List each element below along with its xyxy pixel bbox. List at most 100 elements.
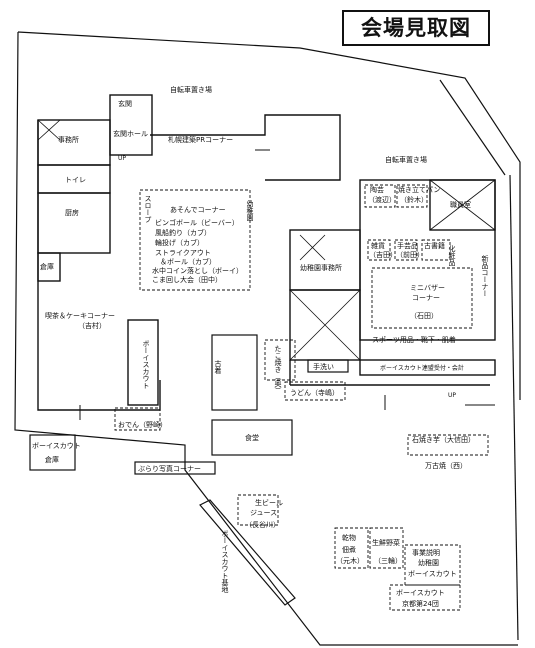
label-handmade: 手芸品 — [397, 241, 418, 250]
scout-room — [127, 319, 159, 406]
label-tea-person: （吉村） — [78, 321, 106, 330]
label-handmade-person: （前田） — [396, 250, 424, 259]
label-slope: スロープ — [144, 195, 152, 223]
label-hand-wash: 手洗い — [313, 362, 334, 371]
north-boundary — [17, 31, 521, 400]
label-entrance: 玄関 — [118, 99, 132, 108]
label-pr-corner: 札幌建築PRコーナー — [168, 135, 233, 144]
label-play-item: ビンゴボール（ビーバー） — [155, 218, 239, 227]
label-udon: うどん（寺嶋） — [290, 388, 339, 397]
label-oden: おでん（野崎） — [118, 420, 167, 429]
cross-line — [37, 119, 61, 141]
label-dried: 乾物 — [342, 533, 356, 542]
label-tea-corner: 喫茶＆ケーキコーナー — [45, 311, 115, 320]
bazaar-hall — [359, 179, 496, 341]
label-kindergarten-office: 幼稚園事務所 — [300, 263, 342, 272]
pr-corridor — [150, 114, 341, 181]
label-kitchen: 厨房 — [65, 208, 79, 217]
bread-booth — [396, 184, 428, 208]
label-fresh: 生鮮野菜 — [372, 538, 400, 547]
dining-stall — [211, 419, 293, 456]
label-play-item: 輪投げ（カブ） — [155, 238, 204, 247]
stone-booth — [407, 434, 489, 456]
label-stone: 石焼き芋（大信田） — [412, 435, 475, 444]
label-misc: 雑貨 — [371, 241, 385, 250]
boyscout-storage-stall — [29, 434, 76, 471]
label-takoyaki: たこ焼き（奥） — [274, 345, 282, 394]
east-boundary — [509, 174, 519, 641]
label-hq: 幼稚園 — [418, 558, 439, 567]
booth-outlines — [114, 184, 489, 611]
label-dried-person: （元木） — [336, 556, 364, 565]
label-play-item: 風船釣り（カブ） — [155, 228, 211, 237]
label-hq: ボーイスカウト — [408, 570, 457, 578]
bazaar-booth — [371, 267, 473, 329]
staff-room-box — [429, 179, 496, 231]
page-title: 会場見取図 — [342, 10, 490, 46]
books-booth — [421, 239, 451, 261]
label-storage: 倉庫 — [40, 262, 54, 271]
label-entrance-hall: 玄関ホール — [113, 129, 148, 138]
label-office: 事務所 — [58, 135, 79, 144]
dried-booth — [334, 527, 369, 569]
label-hq: 事業説明 — [412, 548, 440, 557]
label-bicycle-north: 自転車置き場 — [170, 85, 212, 94]
label-play-item: こま回し大会（田中） — [152, 275, 222, 284]
label-bread-person: （鈴木） — [400, 195, 428, 204]
label-sale: 古着 — [214, 359, 222, 375]
label-misc-person: （吉田） — [369, 251, 397, 259]
cross-line — [299, 234, 326, 261]
handmade-booth — [394, 239, 418, 261]
takoyaki-booth — [264, 339, 296, 381]
label-books: 古書籍 — [424, 241, 445, 250]
label-hq: ボーイスカウト — [396, 589, 445, 597]
label-play-item: 水中コイン落とし（ボーイ） — [152, 266, 243, 275]
label-hq: 京都第24団 — [402, 599, 439, 608]
map-labels: 自転車置き場 自転車置き場 玄関 玄関ホール 事務所 トイレ 厨房 倉庫 札幌建… — [32, 85, 475, 608]
hand-wash-stall — [307, 359, 349, 373]
label-pottery-person: （渡辺） — [368, 195, 396, 204]
outer-boundary — [14, 31, 521, 646]
label-beer: 生ビール — [255, 498, 283, 507]
label-boyscout-storage: ボーイスカウト — [32, 442, 81, 450]
reception-strip — [359, 359, 496, 376]
misc-booth — [367, 239, 391, 261]
cross-line — [289, 289, 361, 361]
building-walls — [37, 94, 496, 411]
label-boyscout-path: ボーイスカウト基地 — [221, 530, 229, 593]
label-pottery: 陶芸 — [370, 185, 384, 194]
cross-line — [429, 179, 496, 231]
label-up: UP — [448, 392, 456, 399]
label-beer: ジュース — [250, 509, 277, 517]
west-south-boundary — [14, 31, 518, 646]
sale-stall — [211, 334, 258, 411]
label-beer-person: （長谷川） — [245, 520, 280, 529]
solid-stalls — [29, 334, 349, 606]
label-up2: UP — [118, 155, 126, 162]
oden-booth — [114, 407, 161, 431]
vertical-labels: 幼稚園 ボーイスカウト 古着 たこ焼き（奥） 新品コーナー 化粧品 スロープ ボ… — [142, 195, 489, 593]
kitchen-room — [37, 192, 111, 254]
label-staff-room: 職員室 — [450, 200, 471, 209]
udon-booth — [284, 381, 346, 401]
entrance-room — [109, 94, 153, 156]
label-play-item: ストライクアウト — [155, 249, 211, 257]
photo-corner-stall — [134, 461, 216, 475]
label-mini-bazaar-person: （石田） — [410, 312, 438, 320]
label-toilet: トイレ — [65, 176, 86, 184]
scout-path — [199, 499, 296, 606]
label-bread: 焼き立てパン — [398, 185, 440, 194]
label-play-corner: あそんでコーナー — [170, 206, 226, 214]
arrows — [79, 149, 495, 420]
fresh-booth — [369, 527, 404, 569]
label-boyscout-storage: 倉庫 — [45, 455, 59, 464]
label-sports: スポーツ用品・靴下・肌着 — [372, 335, 456, 344]
label-dining: 食堂 — [245, 433, 259, 442]
beer-booth — [237, 494, 279, 526]
label-play-item: ＆ボール（カブ） — [160, 257, 216, 266]
label-boy-scout-side: ボーイスカウト — [142, 340, 150, 389]
room-crosses — [37, 119, 496, 361]
play-corner-booth — [139, 189, 251, 291]
label-bicycle-east: 自転車置き場 — [385, 155, 427, 164]
